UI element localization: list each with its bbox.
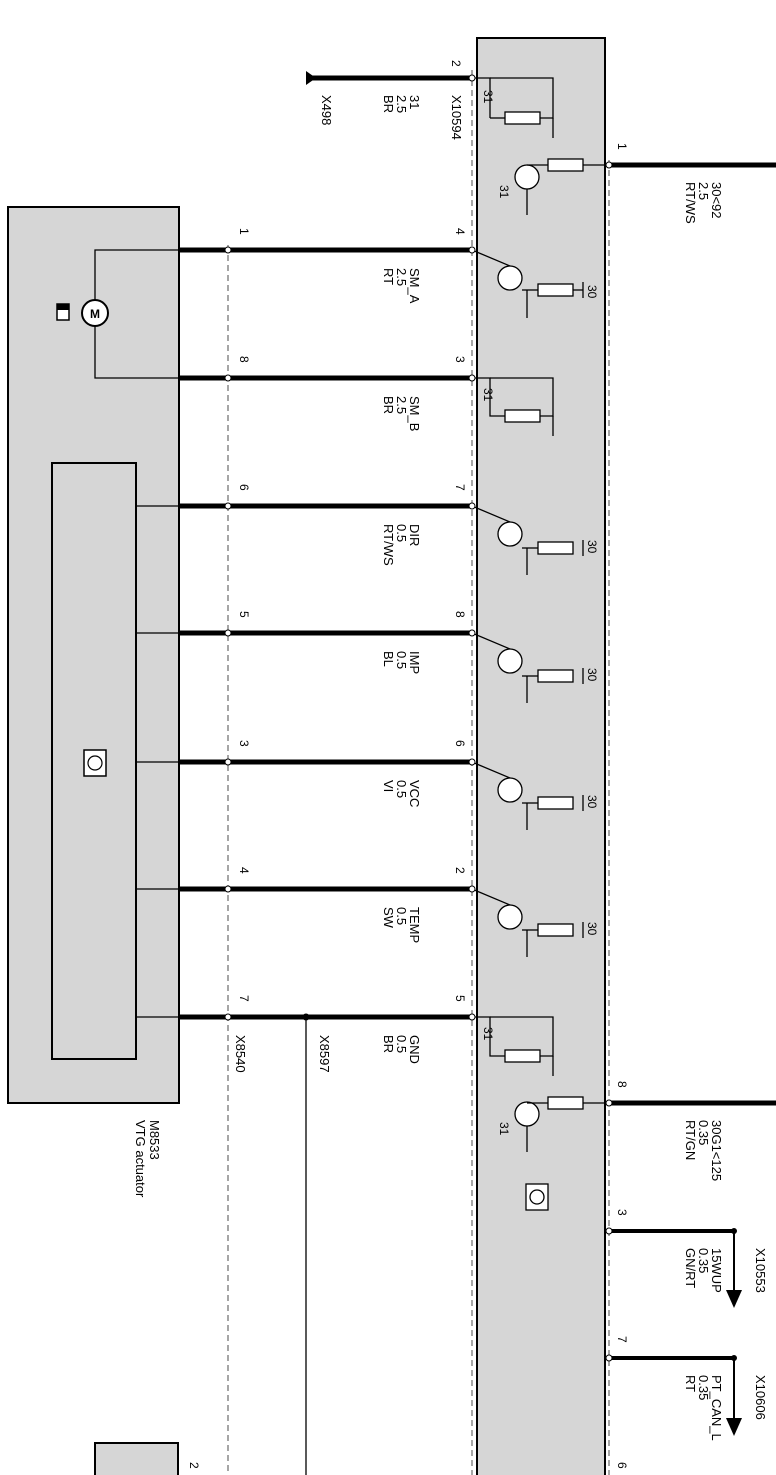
gnd-color: BR [381,1035,396,1053]
splice-dot [302,1013,310,1021]
kl30g-size: 0.35 [696,1120,711,1145]
wup-color: GN/RT [683,1248,698,1288]
kl30g-color: RT/GN [683,1120,698,1160]
internal-label: 31 [481,388,495,402]
ref-x10553: X10553 [753,1248,768,1293]
module-pin-label: 7 [453,484,467,491]
module-internal-circuits [471,77,609,1211]
internal-label: 30 [585,922,599,936]
actuator-pin-label: 6 [237,484,251,491]
temp-color: SW [381,907,396,929]
internal-label: 31 [497,185,511,199]
kl30-color: RT/WS [683,182,698,224]
sm-b-signal: SM_B [407,396,422,431]
pin-markers [224,74,613,1362]
kl30-size: 2.5 [696,182,711,200]
wire-31-signal: 31 [407,95,422,109]
module-pin-label: 2 [453,867,467,874]
vcc-signal: VCC [407,780,422,807]
actuator-internal-lines [94,249,179,1018]
actuator-id: M8533 [147,1120,162,1160]
actuator-pin-label: 1 [237,228,251,235]
can-signal: PT_CAN_L [709,1375,724,1441]
kl30g-signal: 30G1<125 [709,1120,724,1181]
temp-size: 0.5 [394,907,409,925]
temp-signal: TEMP [407,907,422,943]
internal-label: 30 [585,795,599,809]
actuator-pin-label: 8 [237,356,251,363]
can-color: RT [683,1375,698,1392]
wire-31-size: 2.5 [394,95,409,113]
module-pin-label: 4 [453,228,467,235]
sm-a-size: 2.5 [394,268,409,286]
internal-label: 30 [585,285,599,299]
splice-x8597-label: X8597 [317,1035,332,1073]
electronics-icon [83,749,107,777]
sm-b-size: 2.5 [394,396,409,414]
internal-label: 31 [481,90,495,104]
ground-ref-label: X498 [319,95,334,125]
actuator-name: VTG actuator [133,1120,148,1198]
imp-color: BL [381,651,396,667]
right-pin-label: 8 [615,1081,629,1088]
imp-signal: IMP [407,651,422,674]
connector-x10594-label: X10594 [449,95,464,140]
internal-supply-labels: 31 31 30 31 30 30 30 30 31 31 [481,90,599,1136]
can-size: 0.35 [696,1375,711,1400]
right-pin-label: 3 [615,1209,629,1216]
module-pin-label: 5 [453,995,467,1002]
actuator-pin-label: 3 [237,740,251,747]
imp-size: 0.5 [394,651,409,669]
pin-2-label: 2 [449,60,463,67]
control-module-box [476,37,606,1475]
motor-icon: M [56,299,109,327]
external-wires [611,162,776,1436]
dir-color: RT/WS [381,524,396,566]
connector-x8540-label: X8540 [233,1035,248,1073]
svg-text:M: M [90,307,100,321]
module-pin-label: 3 [453,356,467,363]
right-pin-label: 6 [615,1462,629,1469]
module-pin-label: 6 [453,740,467,747]
sm-a-signal: SM_A [407,268,422,304]
harness-wires [179,247,470,1020]
wup-signal: 15WUP [709,1248,724,1293]
internal-label: 30 [585,668,599,682]
vcc-color: VI [381,780,396,792]
module-pin-label: 8 [453,611,467,618]
lower-box-pin: 2 [187,1462,201,1469]
internal-label: 31 [481,1027,495,1041]
internal-label: 31 [497,1122,511,1136]
gnd-signal: GND [407,1035,422,1064]
ref-x10606: X10606 [753,1375,768,1420]
actuator-pin-label: 7 [237,995,251,1002]
wup-size: 0.35 [696,1248,711,1273]
right-pin-label: 7 [615,1336,629,1343]
actuator-pin-label: 5 [237,611,251,618]
internal-label: 30 [585,540,599,554]
actuator-pin-label: 4 [237,867,251,874]
ground-arrow-icon [306,71,316,85]
dir-size: 0.5 [394,524,409,542]
dir-signal: DIR [407,524,422,546]
sm-b-color: BR [381,396,396,414]
gnd-size: 0.5 [394,1035,409,1053]
vcc-size: 0.5 [394,780,409,798]
sm-a-color: RT [381,268,396,285]
kl30-signal: 30<92 [709,182,724,219]
wire-31-color: BR [381,95,396,113]
lower-component-box [94,1442,179,1475]
right-pin-label: 1 [615,143,629,150]
